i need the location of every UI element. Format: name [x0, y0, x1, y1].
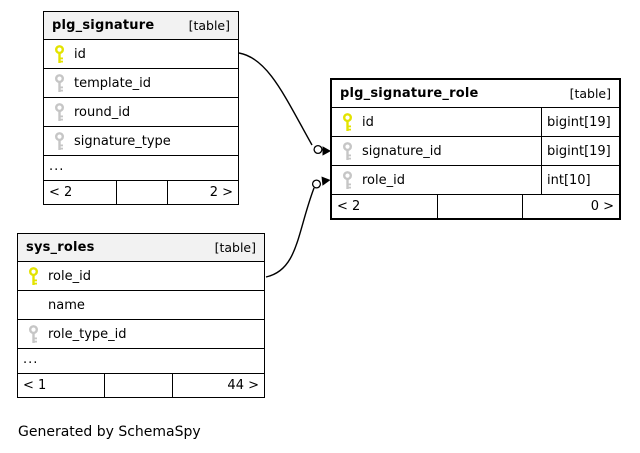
- table-name: plg_signature_role: [340, 86, 479, 101]
- column-name: signature_id: [362, 143, 442, 159]
- footer-center-cell: [104, 374, 173, 397]
- more-columns-ellipsis: ...: [18, 349, 264, 374]
- column-name: round_id: [74, 104, 131, 120]
- column-type: int[10]: [541, 166, 619, 194]
- generated-by-label: Generated by SchemaSpy: [18, 424, 201, 440]
- column-row-round_id: round_id: [44, 98, 238, 127]
- foreign-key-icon: [53, 73, 66, 93]
- column-type: bigint[19]: [541, 137, 619, 165]
- foreign-key-icon: [53, 102, 66, 122]
- edge-plg_signature-to-plg_signature_role: [238, 52, 331, 156]
- table-footer: < 1 44 >: [18, 374, 264, 397]
- edge-circle-endpoint: [311, 179, 322, 189]
- footer-center-cell: [116, 181, 168, 204]
- column-name: name: [48, 297, 85, 313]
- column-name: id: [362, 114, 374, 130]
- table-plg_signature_role[interactable]: plg_signature_role [table] id bigint[19]…: [330, 78, 621, 220]
- table-tag: [table]: [214, 240, 256, 255]
- column-name: signature_type: [74, 133, 171, 149]
- foreign-key-icon: [53, 131, 66, 151]
- column-name: role_id: [362, 172, 405, 188]
- table-tag: [table]: [569, 86, 611, 101]
- column-row-role_id: role_id: [18, 262, 264, 291]
- column-name: role_id: [48, 268, 91, 284]
- column-row-role_id: role_id int[10]: [332, 166, 619, 195]
- column-name: role_type_id: [48, 326, 127, 342]
- table-header[interactable]: plg_signature [table]: [44, 12, 238, 40]
- footer-parents-count[interactable]: < 2: [337, 199, 361, 214]
- footer-children-count[interactable]: 44 >: [227, 378, 259, 393]
- footer-parents-count[interactable]: < 1: [23, 378, 47, 393]
- column-name: id: [74, 46, 86, 62]
- column-row-name: name: [18, 291, 264, 320]
- edge-circle-endpoint: [313, 144, 323, 155]
- column-row-signature_type: signature_type: [44, 127, 238, 156]
- column-name: template_id: [74, 75, 152, 91]
- column-row-template_id: template_id: [44, 69, 238, 98]
- table-footer: < 2 2 >: [44, 181, 238, 204]
- edge-sys_roles-to-plg_signature_role: [265, 176, 331, 278]
- table-header[interactable]: sys_roles [table]: [18, 234, 264, 262]
- foreign-key-icon: [341, 170, 354, 190]
- primary-key-icon: [341, 112, 354, 132]
- table-name: plg_signature: [52, 18, 155, 33]
- primary-key-icon: [53, 44, 66, 64]
- table-plg_signature[interactable]: plg_signature [table] id template_id rou…: [43, 11, 239, 205]
- footer-center-cell: [437, 195, 523, 218]
- table-name: sys_roles: [26, 240, 95, 255]
- column-row-id: id bigint[19]: [332, 108, 619, 137]
- more-columns-ellipsis: ...: [44, 156, 238, 181]
- table-header[interactable]: plg_signature_role [table]: [332, 80, 619, 108]
- foreign-key-icon: [341, 141, 354, 161]
- footer-parents-count[interactable]: < 2: [49, 185, 73, 200]
- table-tag: [table]: [188, 18, 230, 33]
- primary-key-icon: [27, 266, 40, 286]
- column-row-role_type_id: role_type_id: [18, 320, 264, 349]
- column-row-id: id: [44, 40, 238, 69]
- table-sys_roles[interactable]: sys_roles [table] role_id name role_type…: [17, 233, 265, 398]
- footer-children-count[interactable]: 2 >: [209, 185, 233, 200]
- footer-children-count[interactable]: 0 >: [590, 199, 614, 214]
- column-type: bigint[19]: [541, 108, 619, 136]
- foreign-key-icon: [27, 324, 40, 344]
- table-footer: < 2 0 >: [332, 195, 619, 218]
- column-row-signature_id: signature_id bigint[19]: [332, 137, 619, 166]
